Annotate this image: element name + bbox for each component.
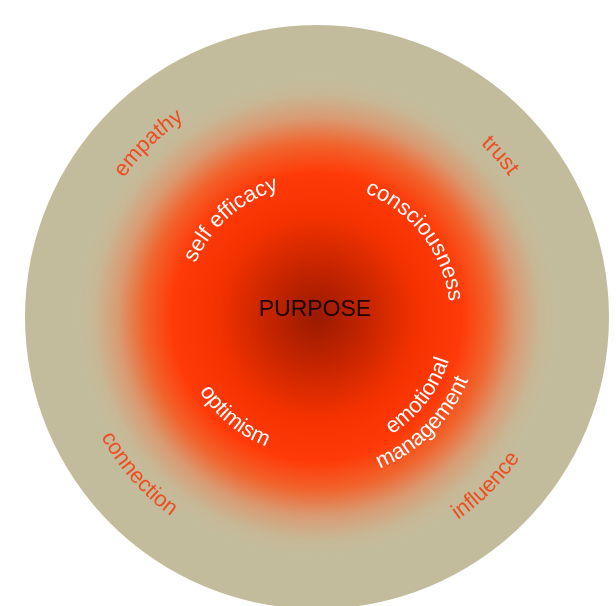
center-label-purpose: PURPOSE (259, 295, 371, 321)
glowing-core (77, 77, 557, 557)
